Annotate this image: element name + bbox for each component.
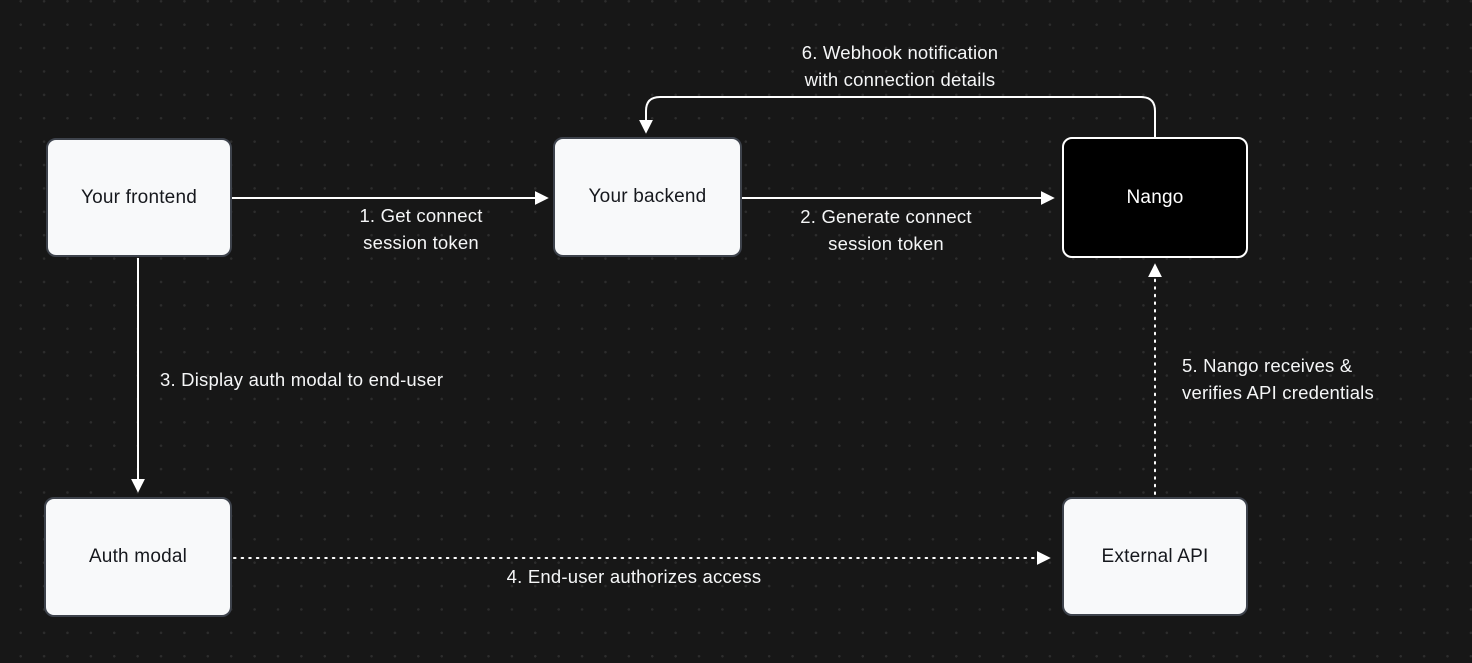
edge-label-step6: 6. Webhook notification with connection … xyxy=(801,42,999,90)
node-your-backend: Your backend xyxy=(553,137,742,257)
node-external-api: External API xyxy=(1062,497,1248,616)
node-your-frontend-label: Your frontend xyxy=(81,186,197,208)
node-external-api-label: External API xyxy=(1101,545,1209,567)
edge-label-step5: 5. Nango receives & verifies API credent… xyxy=(1182,355,1374,403)
node-auth-modal-label: Auth modal xyxy=(88,546,188,567)
node-nango: Nango xyxy=(1062,137,1248,258)
edge-label-step2: 2. Generate connect session token xyxy=(800,206,972,254)
arrow-webhook-notification xyxy=(639,96,1156,137)
node-nango-label: Nango xyxy=(1126,186,1184,208)
edge-label-step4: 4. End-user authorizes access xyxy=(506,566,762,587)
node-auth-modal: Auth modal xyxy=(44,497,232,617)
edge-label-step1: 1. Get connect session token xyxy=(359,205,483,253)
edge-label-step3: 3. Display auth modal to end-user xyxy=(160,369,444,390)
node-your-frontend: Your frontend xyxy=(46,138,232,257)
node-your-backend-label: Your backend xyxy=(588,186,707,207)
